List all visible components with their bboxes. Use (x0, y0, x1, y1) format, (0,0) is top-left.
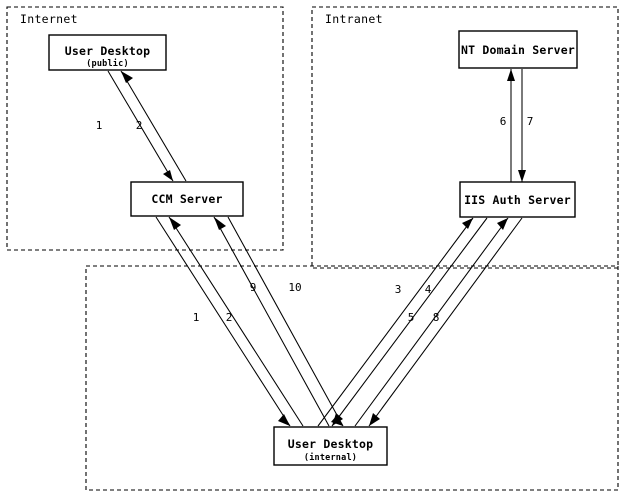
flow-line-3 (317, 217, 474, 427)
flow-ccm-internal-desktop-b (213, 216, 344, 427)
step-label-1-internal: 1 (193, 311, 200, 324)
zone-intranet-label: Intranet (325, 12, 383, 26)
node-ccm-server-box[interactable] (130, 181, 244, 217)
arrow-head-8 (369, 413, 380, 426)
flow-line-2-internal-in (168, 216, 304, 427)
flow-line-5 (354, 217, 509, 427)
zone-internal-network (85, 265, 619, 491)
arrow-head-1-public-out (163, 170, 173, 181)
zone-internal-boundary (85, 265, 619, 491)
node-user-desktop-public-sublabel: (public) (86, 58, 129, 69)
arrow-head-6 (507, 69, 515, 81)
node-iis-auth-server-box[interactable] (459, 181, 576, 218)
flow-iis-nt-domain (507, 69, 526, 182)
zone-intranet-boundary (311, 6, 619, 269)
node-user-desktop-public-label: User Desktop (65, 44, 150, 58)
step-label-7: 7 (527, 115, 534, 128)
arrow-head-4 (332, 413, 343, 426)
flow-line-1-internal-out (155, 216, 291, 427)
node-user-desktop-internal[interactable]: User Desktop (internal) (273, 426, 388, 466)
node-user-desktop-internal-label: User Desktop (288, 437, 373, 451)
step-label-10: 10 (288, 281, 301, 294)
node-ccm-server[interactable]: CCM Server (130, 181, 244, 217)
zone-internet-label: Internet (20, 12, 78, 26)
node-nt-domain-server-label: NT Domain Server (461, 43, 575, 57)
step-label-1-public: 1 (96, 119, 103, 132)
step-label-9: 9 (250, 281, 257, 294)
step-label-2-public: 2 (136, 119, 143, 132)
flow-public-desktop-ccm (107, 70, 187, 182)
node-user-desktop-public[interactable]: User Desktop (public) (48, 34, 167, 71)
node-user-desktop-internal-sublabel: (internal) (304, 452, 357, 463)
arrow-head-2-public-in (121, 71, 133, 83)
node-ccm-server-label: CCM Server (151, 192, 222, 206)
node-iis-auth-server-label: IIS Auth Server (464, 193, 571, 207)
node-user-desktop-public-box[interactable] (48, 34, 167, 71)
step-label-5: 5 (408, 311, 415, 324)
arrow-head-1-internal-out (278, 414, 290, 426)
node-iis-auth-server[interactable]: IIS Auth Server (459, 181, 576, 218)
step-label-4: 4 (425, 283, 432, 296)
step-label-8: 8 (433, 311, 440, 324)
zone-intranet: Intranet (311, 6, 619, 269)
flow-line-4 (331, 217, 488, 427)
node-nt-domain-server[interactable]: NT Domain Server (458, 30, 578, 69)
flow-internal-desktop-iis-a (317, 217, 488, 427)
arrow-head-5 (497, 218, 508, 230)
node-user-desktop-internal-box[interactable] (273, 426, 388, 466)
zone-internet: Internet (6, 6, 284, 251)
flow-line-10 (227, 216, 344, 427)
flow-line-8 (368, 217, 523, 427)
node-nt-domain-server-box[interactable] (458, 30, 578, 69)
flow-line-1-public-out (107, 70, 174, 182)
arrow-head-3 (462, 218, 473, 229)
step-label-6: 6 (500, 115, 507, 128)
step-label-3: 3 (395, 283, 402, 296)
flow-internal-desktop-iis-b (354, 217, 523, 427)
step-label-2-internal: 2 (226, 311, 233, 324)
arrow-head-9 (214, 217, 226, 230)
arrow-head-2-internal-in (169, 217, 181, 230)
flow-line-9 (213, 216, 330, 427)
flow-ccm-internal-desktop-a (155, 216, 304, 427)
flow-line-2-public-in (120, 70, 187, 182)
step-labels: 1 2 1 2 9 10 3 4 5 8 6 7 (96, 115, 534, 324)
arrow-head-7 (518, 170, 526, 182)
